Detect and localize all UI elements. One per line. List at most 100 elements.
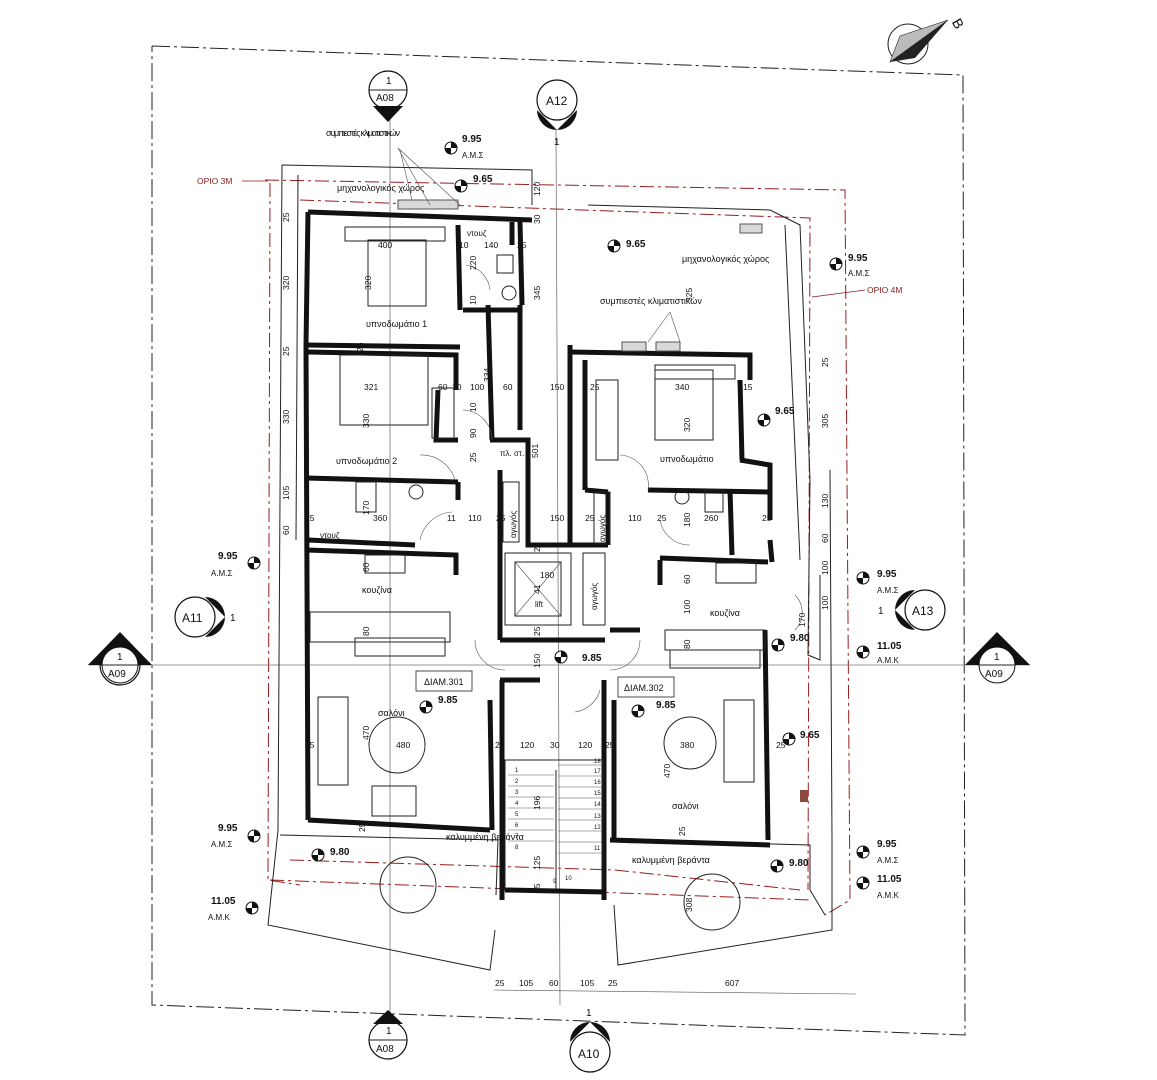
svg-text:308: 308: [684, 898, 694, 912]
svg-text:25: 25: [677, 826, 687, 836]
room-bedroom-2: υπνοδωμάτιο 2: [336, 456, 397, 466]
stair-16: 16: [594, 780, 601, 786]
compressors-l-line1: συμπιεστές κλιματιστικών: [326, 128, 401, 138]
north-arrow-icon: [887, 19, 949, 65]
level-995-r2: 9.95: [877, 569, 897, 580]
svg-text:25: 25: [357, 822, 367, 832]
level-965-mech-l: 9.65: [473, 174, 493, 185]
walls-right: [569, 349, 775, 900]
level-980-l: 9.80: [330, 847, 350, 858]
stair-6: 6: [515, 823, 519, 829]
svg-text:60: 60: [281, 525, 291, 535]
elev-a12-sheet: A12: [546, 94, 568, 108]
room-living-l: σαλόνι: [378, 708, 405, 718]
room-storage: πλ. στ.: [500, 449, 524, 458]
svg-text:25: 25: [468, 452, 478, 462]
level-965-r-bal: 9.65: [800, 730, 820, 741]
svg-text:25: 25: [281, 346, 291, 356]
svg-text:60: 60: [820, 533, 830, 543]
svg-text:15: 15: [743, 382, 753, 392]
level-985-r: 9.85: [656, 700, 676, 711]
level-980-r2: 9.80: [789, 858, 809, 869]
svg-text:30: 30: [532, 214, 542, 224]
svg-text:25: 25: [585, 513, 595, 523]
room-living-r: σαλόνι: [672, 801, 699, 811]
sec-a09-right-sheet: A09: [985, 669, 1003, 680]
stair-13: 13: [594, 814, 601, 820]
north-label: B: [949, 16, 968, 32]
svg-text:400: 400: [378, 240, 392, 250]
stair-9: 9: [553, 879, 557, 885]
svg-text:25: 25: [608, 978, 618, 988]
stair-10: 10: [565, 876, 572, 882]
level-995-l1: 9.95: [218, 551, 238, 562]
svg-text:180: 180: [682, 513, 692, 527]
room-veranda-r: καλυμμένη βεράντα: [632, 855, 710, 865]
elevation-marker-a13: [895, 589, 946, 631]
svg-text:10: 10: [468, 402, 478, 412]
sec-a09-left-num: 1: [117, 652, 123, 663]
svg-text:25: 25: [776, 740, 786, 750]
svg-text:330: 330: [361, 414, 371, 428]
svg-text:330: 330: [281, 410, 291, 424]
level-ams-r1: Α.Μ.Σ: [848, 269, 869, 278]
svg-text:25: 25: [281, 212, 291, 222]
svg-text:607: 607: [725, 978, 739, 988]
stair-2: 2: [515, 779, 519, 785]
level-995-l2: 9.95: [218, 823, 238, 834]
elev-a11-sheet: A11: [182, 611, 203, 625]
boundary-3m-label: ΟΡΙΟ 3Μ: [197, 176, 232, 186]
svg-text:470: 470: [361, 726, 371, 740]
level-985-l: 9.85: [438, 695, 458, 706]
level-995-r1: 9.95: [848, 253, 868, 264]
svg-text:140: 140: [484, 240, 498, 250]
stair-7: 7: [515, 834, 519, 840]
furniture: [309, 199, 808, 931]
sec-a08-top-sheet: A08: [376, 93, 394, 104]
apartment-301-tag: ΔΙΑΜ.301: [424, 677, 464, 687]
section-marker-a09-right: [965, 632, 1030, 684]
svg-text:220: 220: [468, 256, 478, 270]
svg-text:320: 320: [682, 418, 692, 432]
svg-text:110: 110: [628, 513, 642, 523]
stair-18: 18: [594, 759, 601, 765]
svg-text:170: 170: [361, 501, 371, 515]
stair-17: 17: [594, 769, 601, 775]
stair-treads: [508, 764, 602, 854]
svg-text:480: 480: [396, 740, 410, 750]
svg-text:196: 196: [532, 796, 542, 810]
level-amk-r2: Α.Μ.Κ: [877, 891, 899, 900]
svg-text:345: 345: [532, 286, 542, 300]
svg-text:25: 25: [605, 740, 615, 750]
svg-text:110: 110: [468, 513, 482, 523]
stair-core: [504, 759, 606, 895]
svg-text:325: 325: [684, 288, 694, 302]
door-swings: [419, 264, 803, 713]
svg-text:25: 25: [495, 740, 505, 750]
svg-text:100: 100: [820, 561, 830, 575]
svg-text:120: 120: [520, 740, 534, 750]
section-marker-a08-bottom: [368, 1010, 408, 1060]
lift: [502, 481, 611, 626]
stair-15: 15: [594, 791, 601, 797]
room-lift: lift: [535, 600, 544, 609]
svg-text:41: 41: [532, 584, 542, 594]
svg-text:100: 100: [820, 596, 830, 610]
elevation-marker-a12: [536, 79, 578, 130]
svg-text:25: 25: [495, 978, 505, 988]
room-kitchen-r: κουζίνα: [710, 608, 740, 618]
svg-text:25: 25: [820, 357, 830, 367]
svg-text:501: 501: [530, 444, 540, 458]
svg-text:60: 60: [682, 574, 692, 584]
elev-a13-sheet: A13: [912, 604, 934, 618]
level-ams-l2: Α.Μ.Σ: [211, 840, 232, 849]
room-shower-top: ντουζ: [467, 229, 487, 238]
svg-text:105: 105: [519, 978, 533, 988]
svg-text:25: 25: [305, 740, 315, 750]
svg-text:11: 11: [447, 513, 456, 523]
svg-text:80: 80: [682, 639, 692, 649]
level-amk-l: Α.Μ.Κ: [208, 913, 230, 922]
svg-text:25: 25: [532, 626, 542, 636]
room-bedroom-1: υπνοδωμάτιο 1: [366, 319, 427, 329]
